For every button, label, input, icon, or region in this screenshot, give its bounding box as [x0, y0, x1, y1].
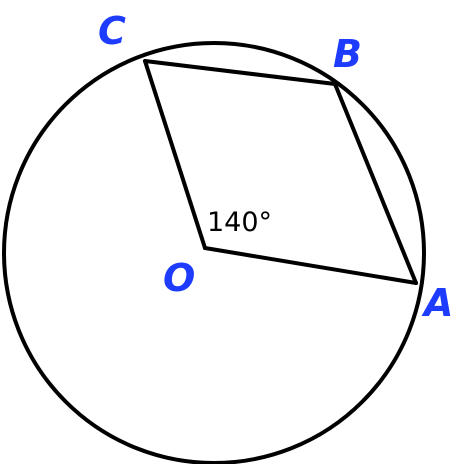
label-point-c: C: [98, 9, 126, 53]
radius-oc: [143, 59, 207, 250]
chord-ba: [333, 82, 418, 285]
radius-oa: [203, 246, 418, 285]
label-point-b: B: [333, 32, 362, 76]
label-point-a: A: [421, 281, 453, 325]
label-point-o: O: [163, 256, 195, 300]
circle: [2, 41, 426, 464]
chord-cb: [143, 59, 337, 86]
label-angle-aoc: 140°: [207, 207, 272, 238]
